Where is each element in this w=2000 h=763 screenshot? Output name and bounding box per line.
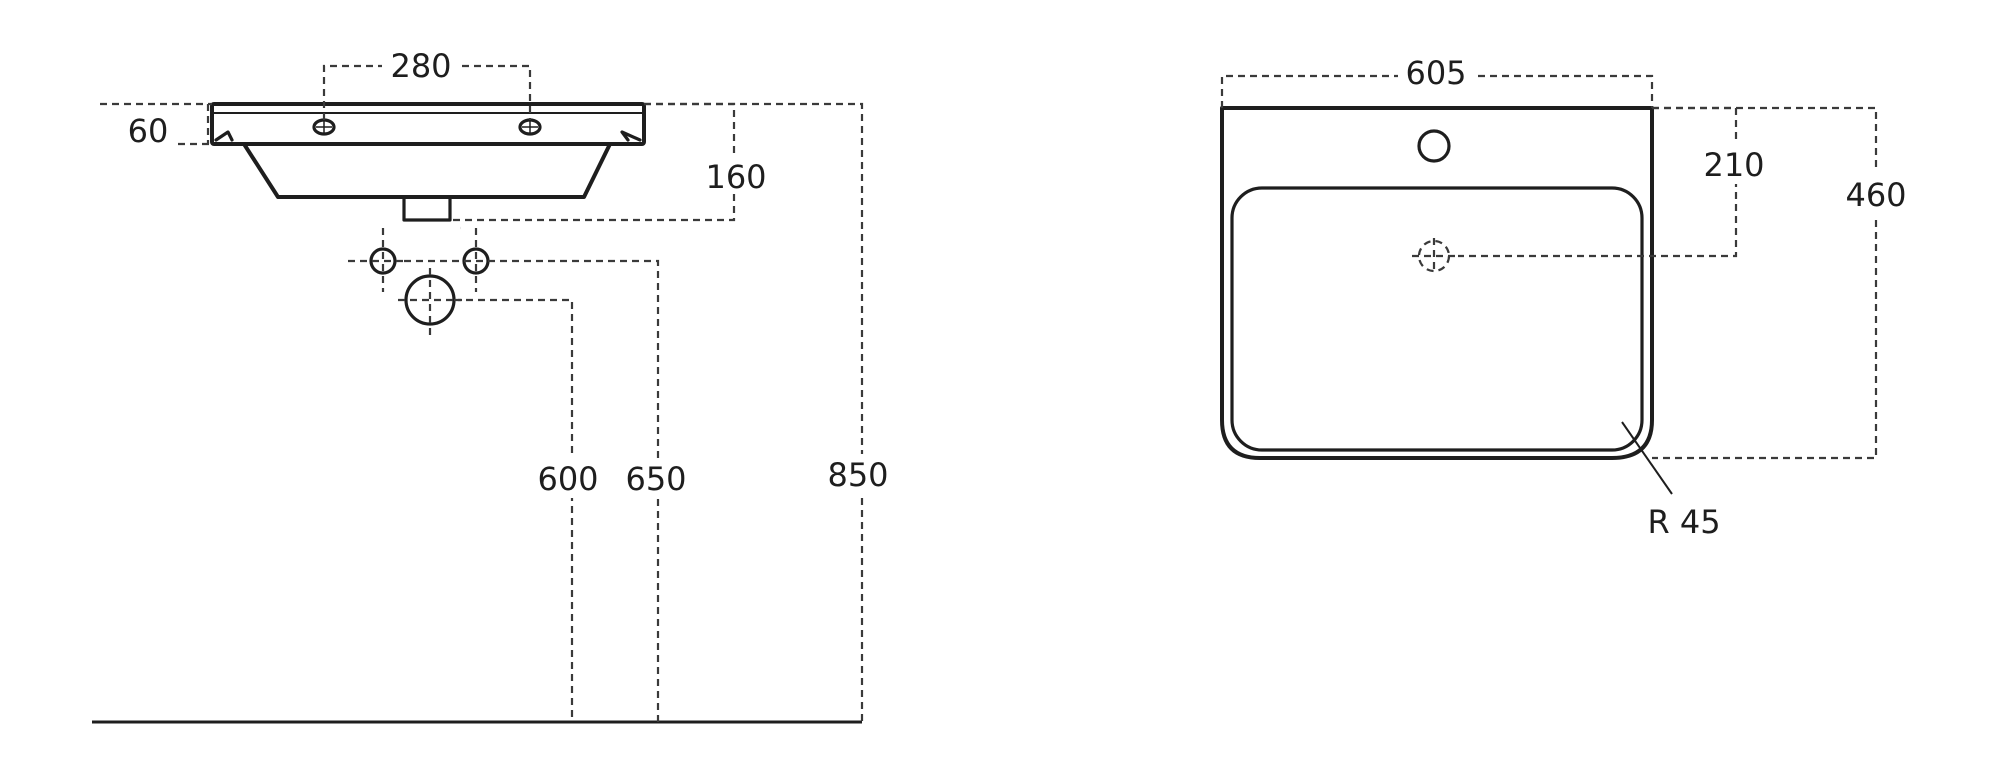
basin-rim: [210, 102, 646, 146]
dim-tap-spacing: 280: [390, 47, 451, 85]
rim-tap-hole-right: [518, 118, 542, 136]
inner-bowl: [1230, 186, 1644, 452]
top-view: 605 210 460 R 45: [1220, 52, 1916, 541]
waste-outlet: [402, 195, 452, 222]
tap-hole: [1417, 129, 1451, 163]
basin-outline: [1220, 106, 1654, 460]
radius-leader: [1621, 421, 1673, 495]
waste-connection: [398, 268, 462, 340]
dim-corner-radius: R 45: [1647, 503, 1720, 541]
dim-tap-hole-offset: 210: [1703, 146, 1764, 184]
dim-depth: 460: [1845, 176, 1906, 214]
basin-bowl: [242, 142, 612, 199]
supply-valve-left: [348, 228, 404, 292]
rim-tap-hole-left: [312, 118, 336, 136]
dim-supply-height: 650: [625, 460, 686, 498]
dim-rim-height: 60: [128, 112, 169, 150]
dim-total-height: 850: [827, 456, 888, 494]
side-view: 280 60 160 600 650 850: [92, 44, 902, 724]
dim-waste-height: 600: [537, 460, 598, 498]
dim-width: 605: [1405, 54, 1466, 92]
dim-bowl-depth: 160: [705, 158, 766, 196]
